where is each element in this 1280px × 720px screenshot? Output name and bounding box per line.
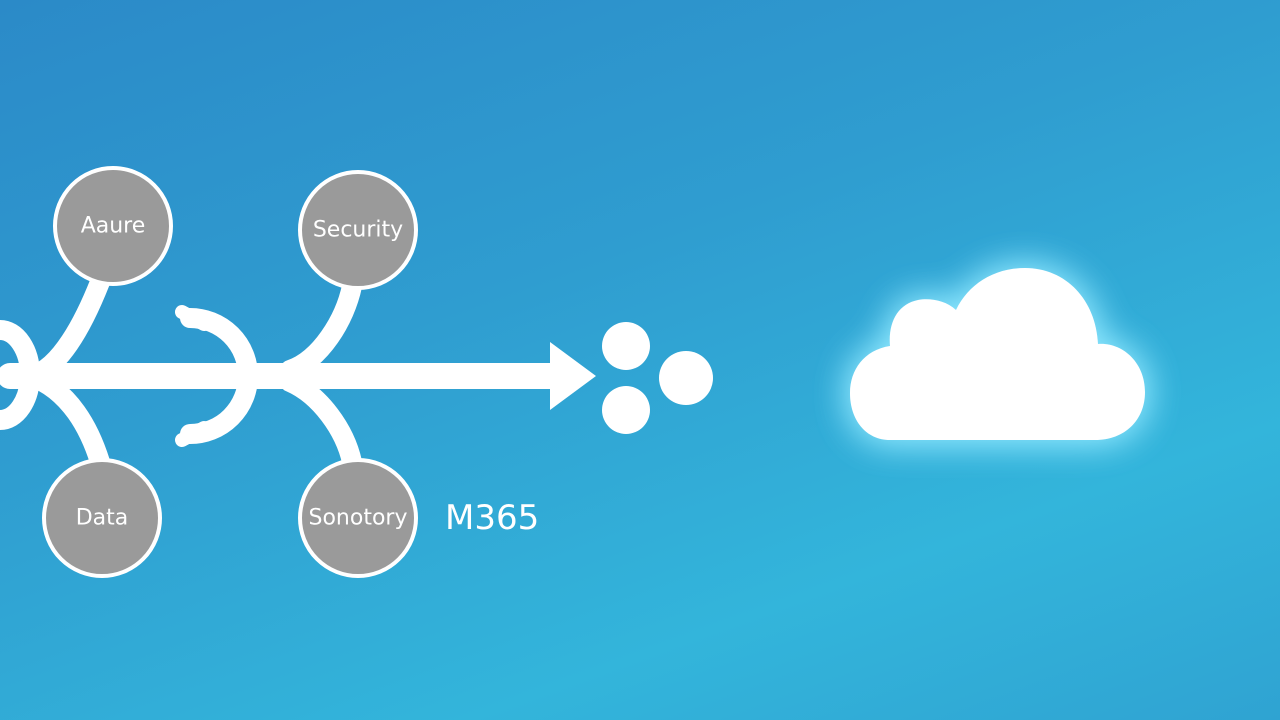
node-bottom-left: Data	[42, 458, 162, 578]
node-top-right-label: Security	[313, 218, 403, 243]
node-bottom-right: Sonotory	[298, 458, 418, 578]
node-bottom-left-label: Data	[76, 506, 129, 531]
node-top-left: Aaure	[53, 166, 173, 286]
node-top-left-label: Aaure	[81, 214, 146, 239]
m365-label: M365	[445, 498, 539, 538]
node-bottom-right-label: Sonotory	[309, 506, 408, 531]
cloud-icon	[850, 268, 1145, 440]
arrow-right-icon	[550, 342, 596, 410]
dot-right	[659, 351, 713, 405]
branch-top-right	[280, 276, 362, 380]
dot-bottom	[602, 386, 650, 434]
hub-ring	[180, 308, 258, 444]
node-top-right: Security	[298, 170, 418, 290]
branch-bottom-right	[280, 372, 362, 472]
hub-ring-tail	[175, 305, 211, 447]
dot-top	[602, 322, 650, 370]
branch-top-left	[20, 272, 110, 386]
branch-bottom-left	[20, 366, 110, 472]
